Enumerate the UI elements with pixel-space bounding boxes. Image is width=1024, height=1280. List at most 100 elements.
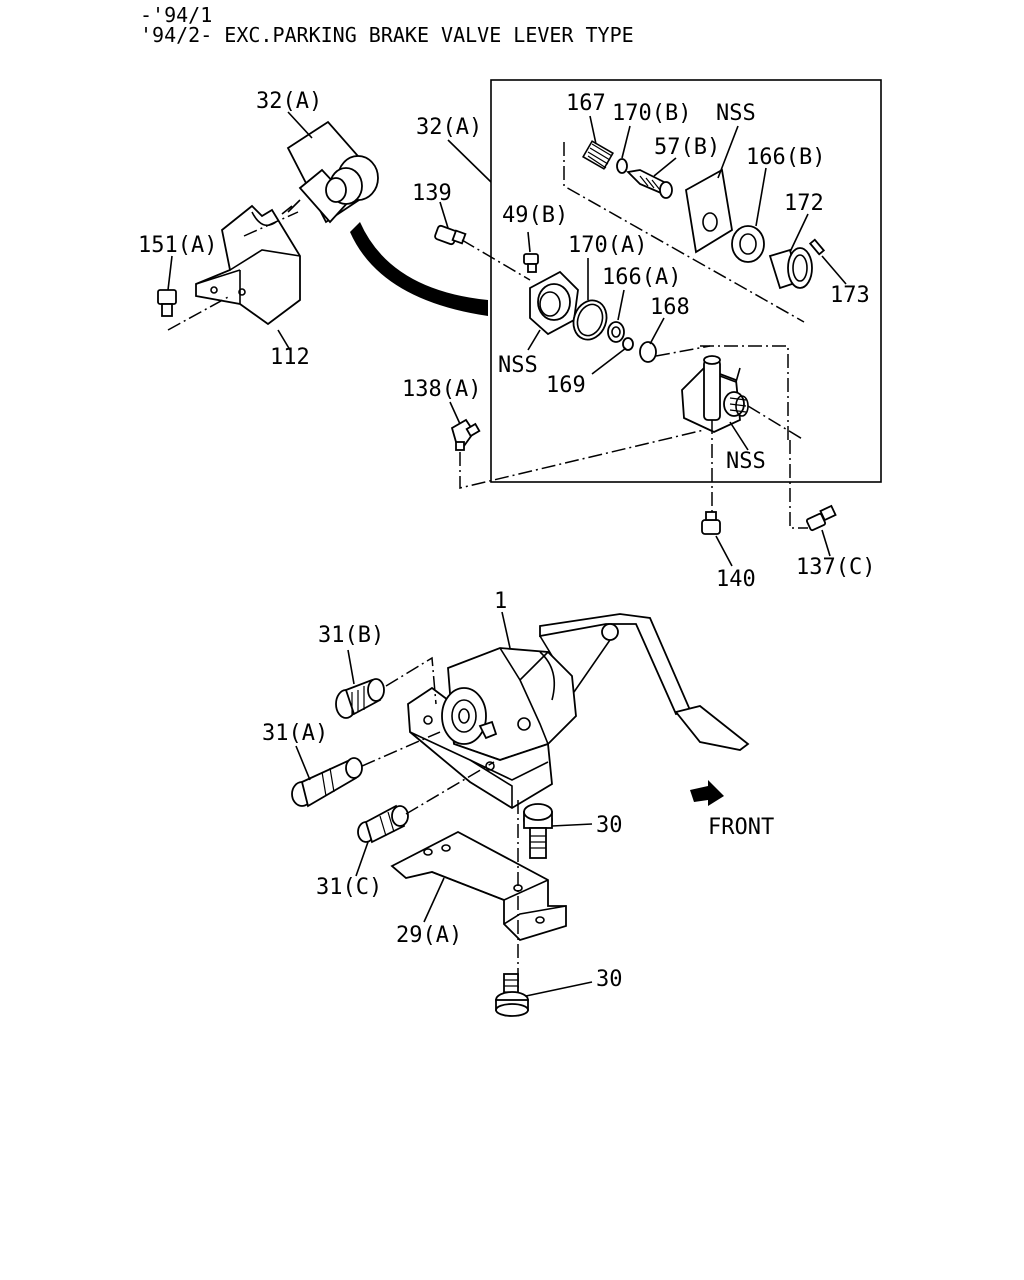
leader-140 bbox=[715, 535, 733, 567]
header-line-1: -'94/1 bbox=[140, 3, 212, 27]
label-151a: 151(A) bbox=[138, 233, 217, 258]
label-172: 172 bbox=[784, 191, 824, 216]
leader-32a-top bbox=[287, 111, 313, 139]
leader-112 bbox=[277, 329, 291, 351]
valve-body-nss bbox=[681, 355, 749, 433]
bolt-30-upper bbox=[523, 803, 553, 859]
nut-166a bbox=[607, 321, 625, 343]
label-30-lower: 30 bbox=[596, 967, 623, 992]
label-nss-plate: NSS bbox=[716, 101, 756, 126]
center-line-139 bbox=[461, 239, 531, 281]
label-nss-flange: NSS bbox=[498, 353, 538, 378]
pin-173 bbox=[808, 238, 826, 256]
leader-137c bbox=[821, 529, 831, 557]
nut-166b bbox=[731, 225, 765, 263]
label-57b: 57(B) bbox=[654, 135, 720, 160]
leader-49b bbox=[527, 231, 531, 253]
label-137c: 137(C) bbox=[796, 555, 875, 580]
bolt-151a bbox=[157, 289, 177, 317]
leader-57b bbox=[653, 157, 677, 177]
label-31a: 31(A) bbox=[262, 721, 328, 746]
fitting-137c bbox=[805, 504, 837, 532]
center-line-valve-body bbox=[655, 345, 711, 357]
leader-151a bbox=[167, 255, 173, 291]
spring-167 bbox=[582, 140, 614, 170]
label-112: 112 bbox=[270, 345, 310, 370]
leader-30-upper bbox=[551, 823, 593, 827]
leader-nss-flange bbox=[527, 329, 541, 351]
leader-139 bbox=[439, 201, 449, 229]
front-arrow-icon bbox=[690, 780, 724, 806]
leader-nss-plate bbox=[717, 125, 739, 179]
leader-172 bbox=[789, 213, 809, 253]
leader-31c bbox=[355, 841, 369, 877]
center-line-151a bbox=[167, 295, 231, 331]
label-31c: 31(C) bbox=[316, 875, 382, 900]
leader-30-lower bbox=[525, 981, 593, 997]
header-line-2: '94/2- EXC.PARKING BRAKE VALVE LEVER TYP… bbox=[140, 23, 634, 47]
label-170a: 170(A) bbox=[568, 233, 647, 258]
label-166a: 166(A) bbox=[602, 265, 681, 290]
label-front: FRONT bbox=[708, 815, 774, 840]
washer-169 bbox=[622, 337, 634, 351]
leader-170b bbox=[621, 125, 631, 159]
connector-31a bbox=[291, 757, 363, 808]
label-169: 169 bbox=[546, 373, 586, 398]
label-168: 168 bbox=[650, 295, 690, 320]
label-32a-box: 32(A) bbox=[416, 115, 482, 140]
leader-32a-box bbox=[447, 139, 492, 183]
oring-170b bbox=[616, 158, 628, 174]
leader-169 bbox=[591, 347, 627, 375]
label-138a: 138(A) bbox=[402, 377, 481, 402]
valve-32a-assembly bbox=[281, 120, 379, 224]
label-30-upper: 30 bbox=[596, 813, 623, 838]
fitting-139 bbox=[434, 224, 467, 246]
leader-nss-valve bbox=[729, 421, 749, 451]
label-167: 167 bbox=[566, 91, 606, 116]
center-line-valve bbox=[243, 211, 299, 237]
screw-49b bbox=[523, 253, 539, 273]
detail-pointer-arrow bbox=[350, 222, 488, 316]
leader-31a bbox=[295, 745, 311, 781]
flange-nss bbox=[529, 270, 579, 336]
label-139: 139 bbox=[412, 181, 452, 206]
center-line-138a bbox=[459, 429, 705, 489]
center-line-31b bbox=[385, 656, 437, 705]
leader-173 bbox=[821, 255, 847, 285]
label-32a-top: 32(A) bbox=[256, 89, 322, 114]
center-line-31a bbox=[361, 731, 441, 767]
center-line-port bbox=[747, 405, 805, 441]
piston-57b bbox=[626, 169, 673, 199]
elbow-138a bbox=[450, 418, 481, 451]
center-line-137c bbox=[789, 440, 808, 529]
label-49b: 49(B) bbox=[502, 203, 568, 228]
plate-nss bbox=[685, 168, 733, 254]
label-140: 140 bbox=[716, 567, 756, 592]
label-173: 173 bbox=[830, 283, 870, 308]
label-nss-valve: NSS bbox=[726, 449, 766, 474]
leader-167 bbox=[589, 115, 597, 145]
disc-168 bbox=[639, 341, 657, 363]
leader-138a bbox=[449, 401, 461, 425]
bracket-29a bbox=[390, 830, 567, 942]
pin-172 bbox=[768, 247, 813, 290]
detail-box bbox=[490, 79, 882, 483]
connector-31b bbox=[335, 678, 385, 719]
leader-166a bbox=[617, 289, 625, 321]
leader-29a bbox=[423, 877, 445, 923]
label-170b: 170(B) bbox=[612, 101, 691, 126]
brake-valve-1 bbox=[407, 613, 750, 810]
leader-31b bbox=[347, 649, 355, 685]
leader-168 bbox=[649, 317, 665, 345]
label-1: 1 bbox=[494, 589, 507, 614]
bracket-112 bbox=[195, 204, 301, 326]
leader-1 bbox=[501, 611, 511, 649]
label-29a: 29(A) bbox=[396, 923, 462, 948]
label-31b: 31(B) bbox=[318, 623, 384, 648]
center-line-top-row bbox=[563, 142, 805, 323]
center-line-31c bbox=[405, 761, 495, 815]
leader-166b bbox=[755, 167, 767, 227]
connector-31c bbox=[357, 804, 409, 844]
center-line-right bbox=[700, 345, 789, 440]
label-166b: 166(B) bbox=[746, 145, 825, 170]
